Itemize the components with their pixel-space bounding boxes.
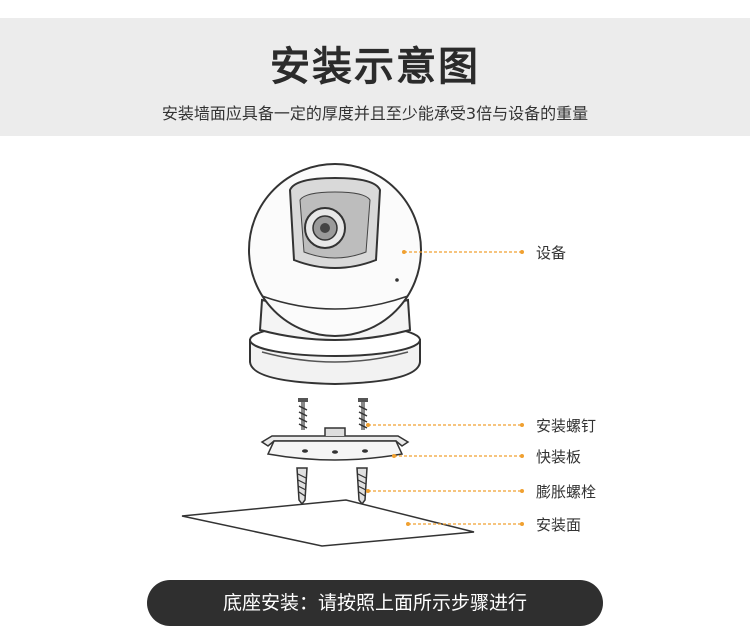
instruction-banner: 底座安装：请按照上面所示步骤进行 [147, 580, 603, 626]
quick-mount-plate [260, 427, 410, 461]
installation-diagram: 设备 安装螺钉 快装板 膨胀螺栓 安装面 [181, 163, 596, 547]
label-surface: 安装面 [536, 516, 581, 534]
mounting-screw-left [298, 398, 308, 430]
camera-device [248, 163, 422, 386]
expansion-anchor-right [356, 467, 368, 506]
expansion-anchor-left [296, 467, 308, 506]
label-screw: 安装螺钉 [536, 417, 596, 435]
page-title: 安装示意图 [270, 44, 480, 90]
mounting-surface [181, 499, 475, 547]
label-quick-plate: 快装板 [536, 448, 581, 466]
mounting-screw-right [358, 398, 368, 430]
header-banner [0, 18, 750, 136]
leader-lines [366, 250, 524, 526]
page-subtitle: 安装墙面应具备一定的厚度并且至少能承受3倍与设备的重量 [161, 104, 589, 123]
label-device: 设备 [536, 244, 566, 262]
label-anchor: 膨胀螺栓 [536, 483, 596, 501]
